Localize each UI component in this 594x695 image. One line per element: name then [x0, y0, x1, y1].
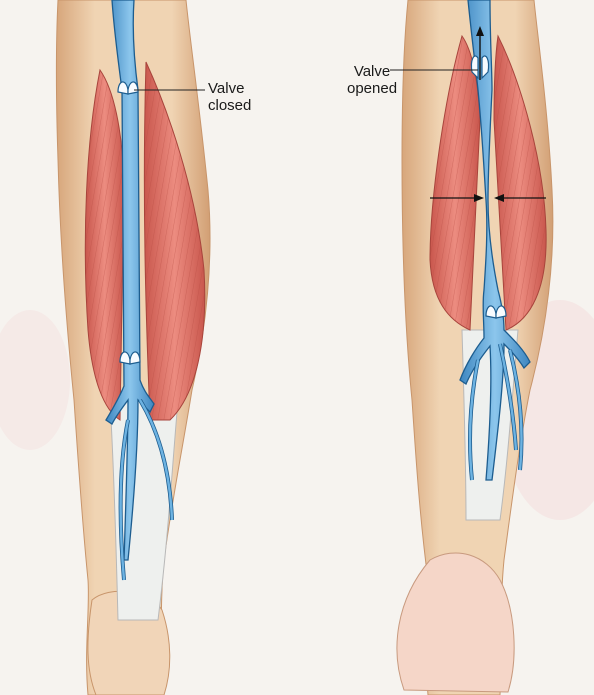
valve-closed-label-line1: Valve — [208, 80, 251, 97]
valve-opened-label-line1: Valve — [347, 63, 397, 80]
valve-closed-label: Valve closed — [208, 80, 251, 114]
valve-opened-label: Valve opened — [347, 63, 397, 97]
valve-opened-label-line2: opened — [347, 80, 397, 97]
valve-closed-label-line2: closed — [208, 97, 251, 114]
